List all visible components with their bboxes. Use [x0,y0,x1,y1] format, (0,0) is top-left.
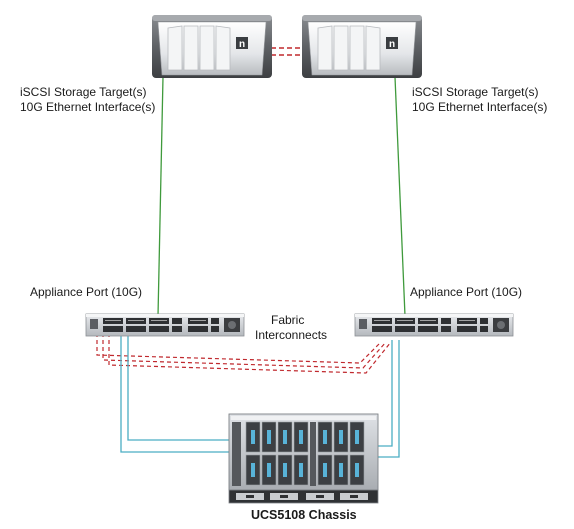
blade-slots [245,421,365,486]
storage-left-label-line2: 10G Ethernet Interface(s) [20,100,156,114]
fabric-interconnects-label-line1: Fabric [271,313,305,327]
ucs-chassis [228,413,379,504]
netapp-logo-icon: n [236,37,248,50]
fabric-interconnect-a [85,313,245,337]
netapp-logo-icon: n [386,37,398,50]
fabric-b-port-label: Appliance Port (10G) [410,285,523,299]
fabric-a-port-label: Appliance Port (10G) [30,285,143,299]
storage-array-left: n [152,15,272,78]
chassis-label: UCS5108 Chassis [251,508,357,522]
storage-link-left [157,76,164,317]
svg-text:n: n [239,39,245,50]
storage-link-right [394,76,406,317]
fabric-peer-link [96,333,392,374]
storage-array-right: n [302,15,422,78]
storage-left-label-line1: iSCSI Storage Target(s) [20,85,147,99]
svg-text:n: n [389,39,395,50]
storage-right-label-line1: iSCSI Storage Target(s) [412,85,539,99]
fabric-interconnects-label-line2: Interconnects [255,328,328,342]
storage-right-label-line2: 10G Ethernet Interface(s) [412,100,548,114]
storage-peer-link [271,47,303,56]
fabric-interconnect-b [354,313,514,337]
